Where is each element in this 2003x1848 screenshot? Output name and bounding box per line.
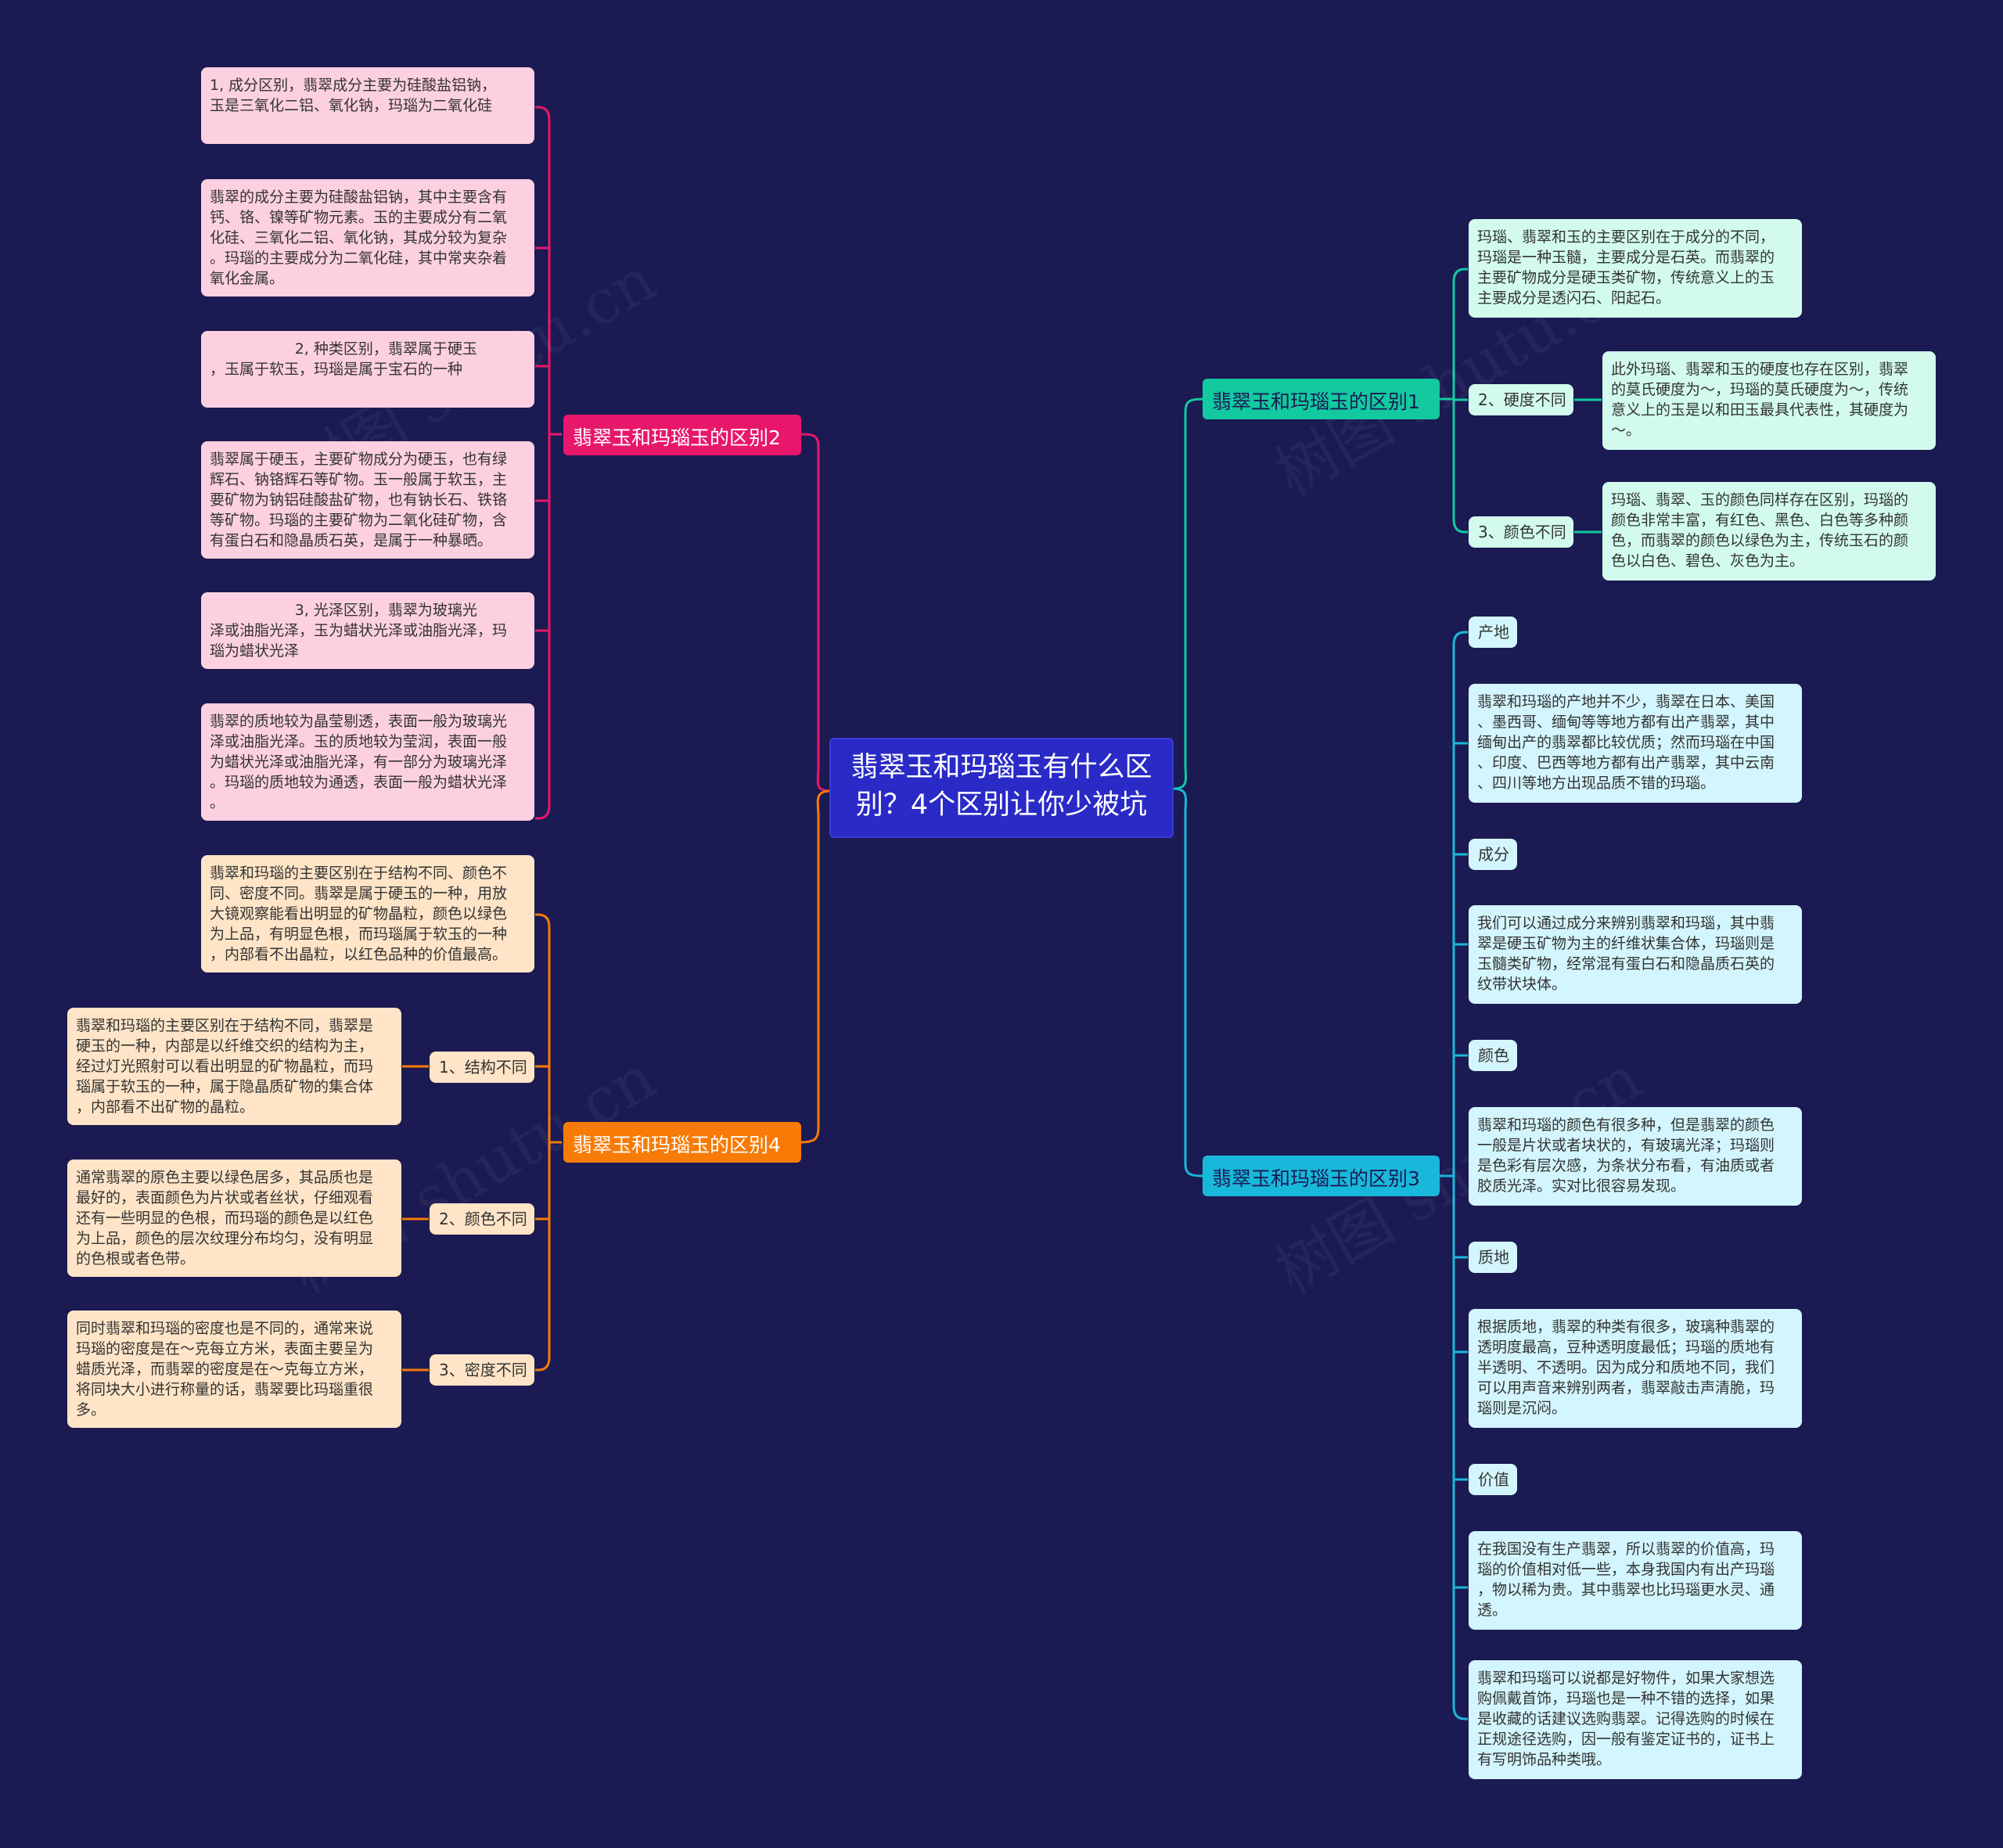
branch3-texture-tag[interactable]: 质地 (1469, 1242, 1517, 1273)
branch1-color-label[interactable]: 3、颜色不同 (1469, 516, 1573, 548)
branch3-texture-text[interactable]: 根据质地，翡翠的种类有很多，玻璃种翡翠的 透明度最高，豆种透明度最低；玛瑙的质地… (1469, 1309, 1802, 1428)
root-topic[interactable]: 翡翠玉和玛瑙玉有什么区 别？4个区别让你少被坑 (829, 738, 1174, 838)
link-root-branch4 (799, 789, 832, 1144)
branch-2-title[interactable]: 翡翠玉和玛瑙玉的区别2 (563, 415, 801, 455)
branch-1-title[interactable]: 翡翠玉和玛瑙玉的区别1 (1203, 379, 1440, 419)
branch3-value-tag[interactable]: 价值 (1469, 1464, 1517, 1495)
branch4-structure-text[interactable]: 翡翠和玛瑙的主要区别在于结构不同，翡翠是 硬玉的一种，内部是以纤维交织的结构为主… (67, 1008, 401, 1125)
branch2-item-type-summary[interactable]: 2, 种类区别，翡翠属于硬玉 ，玉属于软玉，玛瑙是属于宝石的一种 (201, 331, 534, 408)
branch3-origin-tag[interactable]: 产地 (1469, 617, 1517, 648)
branch1-intro[interactable]: 玛瑙、翡翠和玉的主要区别在于成分的不同， 玛瑙是一种玉髓，主要成分是石英。而翡翠… (1469, 219, 1802, 318)
branch4-density-text[interactable]: 同时翡翠和玛瑙的密度也是不同的，通常来说 玛瑙的密度是在～克每立方米，表面主要呈… (67, 1310, 401, 1428)
link-root-branch3 (1172, 787, 1203, 1177)
bracket-branch2 (535, 106, 562, 820)
branch3-color-text[interactable]: 翡翠和玛瑙的颜色有很多种，但是翡翠的颜色 一般是片状或者块状的，有玻璃光泽；玛瑙… (1469, 1107, 1802, 1206)
branch1-hardness-label[interactable]: 2、硬度不同 (1469, 384, 1573, 415)
branch-4-title[interactable]: 翡翠玉和玛瑙玉的区别4 (563, 1122, 801, 1163)
branch2-item-luster-summary[interactable]: 3, 光泽区别，翡翠为玻璃光 泽或油脂光泽，玉为蜡状光泽或油脂光泽，玛 瑙为蜡状… (201, 592, 534, 669)
branch3-conclusion-text[interactable]: 翡翠和玛瑙可以说都是好物件，如果大家想选 购佩戴首饰，玛瑙也是一种不错的选择，如… (1469, 1660, 1802, 1779)
branch4-color-label[interactable]: 2、颜色不同 (430, 1203, 534, 1235)
branch4-intro[interactable]: 翡翠和玛瑙的主要区别在于结构不同、颜色不 同、密度不同。翡翠是属于硬玉的一种，用… (201, 855, 534, 973)
bracket-branch3 (1440, 631, 1468, 1720)
bracket-branch1 (1440, 268, 1602, 534)
branch1-color-text[interactable]: 玛瑙、翡翠、玉的颜色同样存在区别，玛瑙的 颜色非常丰富，有红色、黑色、白色等多种… (1602, 482, 1936, 581)
branch4-structure-label[interactable]: 1、结构不同 (430, 1052, 534, 1083)
branch2-item-type-detail[interactable]: 翡翠属于硬玉，主要矿物成分为硬玉，也有绿 辉石、钠铬辉石等矿物。玉一般属于软玉，… (201, 441, 534, 559)
branch2-item-luster-detail[interactable]: 翡翠的质地较为晶莹剔透，表面一般为玻璃光 泽或油脂光泽。玉的质地较为莹润，表面一… (201, 703, 534, 821)
branch3-composition-text[interactable]: 我们可以通过成分来辨别翡翠和玛瑙，其中翡 翠是硬玉矿物为主的纤维状集合体，玛瑙则… (1469, 905, 1802, 1004)
link-root-branch2 (799, 433, 832, 793)
branch3-composition-tag[interactable]: 成分 (1469, 839, 1517, 870)
branch1-hardness-text[interactable]: 此外玛瑙、翡翠和玉的硬度也存在区别，翡翠 的莫氏硬度为～，玛瑙的莫氏硬度为～，传… (1602, 351, 1936, 450)
branch-3-title[interactable]: 翡翠玉和玛瑙玉的区别3 (1203, 1156, 1440, 1196)
branch3-color-tag[interactable]: 颜色 (1469, 1040, 1517, 1071)
branch4-color-text[interactable]: 通常翡翠的原色主要以绿色居多，其品质也是 最好的，表面颜色为片状或者丝状，仔细观… (67, 1159, 401, 1277)
branch3-origin-text[interactable]: 翡翠和玛瑙的产地并不少，翡翠在日本、美国 、墨西哥、缅甸等等地方都有出产翡翠，其… (1469, 684, 1802, 803)
link-root-branch1 (1172, 397, 1203, 790)
branch2-item-composition-summary[interactable]: 1, 成分区别，翡翠成分主要为硅酸盐铝钠， 玉是三氧化二铝、氧化钠，玛瑙为二氧化… (201, 67, 534, 144)
bracket-branch4 (402, 913, 562, 1372)
branch2-item-composition-detail[interactable]: 翡翠的成分主要为硅酸盐铝钠，其中主要含有 钙、铬、镍等矿物元素。玉的主要成分有二… (201, 179, 534, 297)
branch4-density-label[interactable]: 3、密度不同 (430, 1354, 534, 1386)
branch3-value-text[interactable]: 在我国没有生产翡翠，所以翡翠的价值高，玛 瑙的价值相对低一些，本身我国内有出产玛… (1469, 1531, 1802, 1630)
